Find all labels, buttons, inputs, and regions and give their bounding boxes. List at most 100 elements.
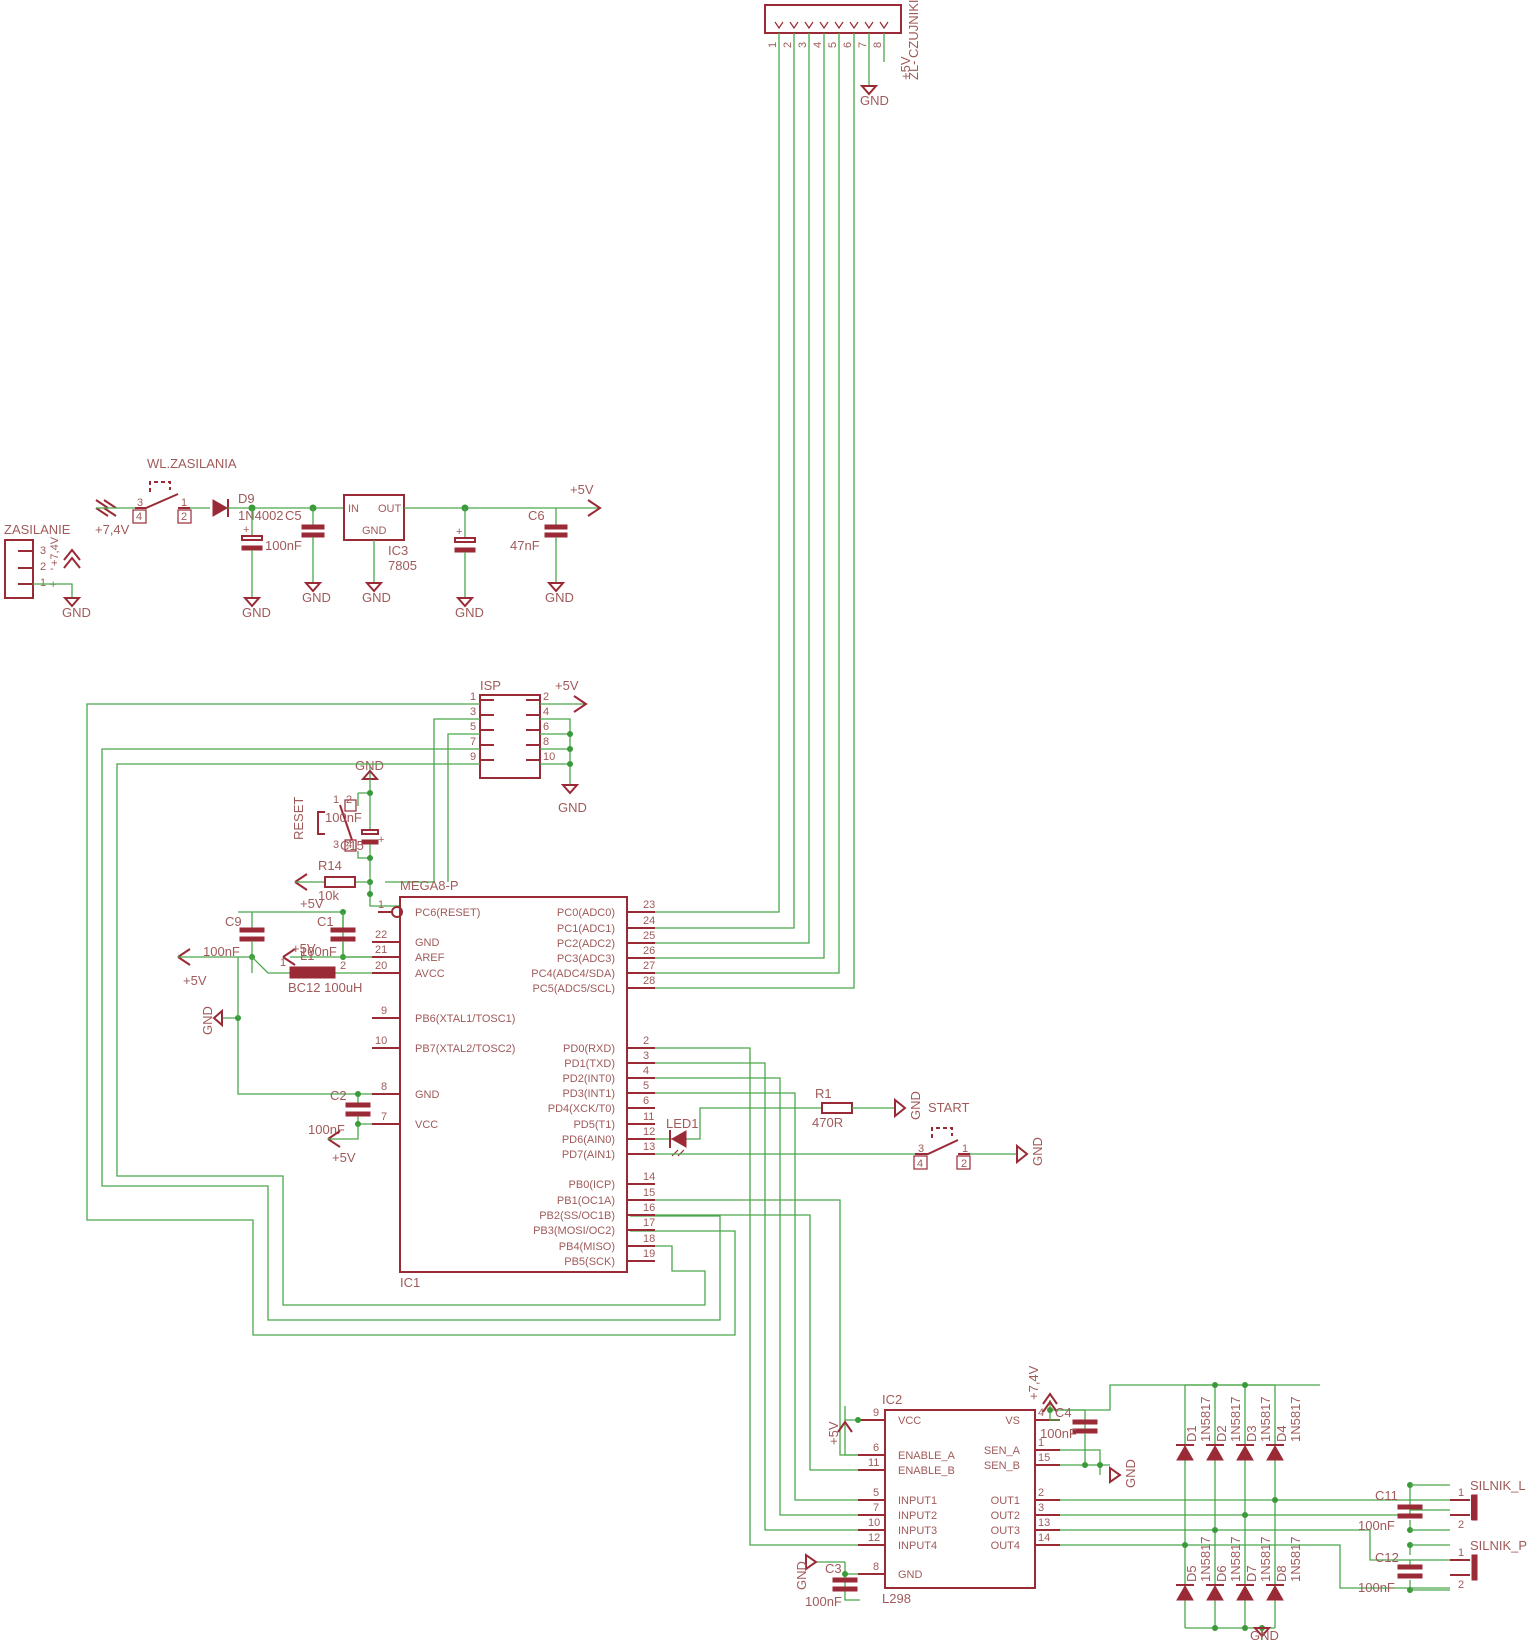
c4-name: C4 — [1055, 1405, 1072, 1420]
connector-value: ZL- — [906, 61, 921, 81]
mcu-name: MEGA8-P — [400, 878, 459, 893]
power-gnd-5: GND — [545, 590, 574, 605]
mcu-right-pin-num-4: 4 — [643, 1065, 649, 1077]
c2-value: 100nF — [308, 1122, 345, 1137]
zasilanie-pin-2: 2 — [40, 561, 46, 573]
driver-vcc: +5V — [826, 1421, 841, 1445]
zasilanie-pin-1: 1 — [40, 577, 46, 589]
mcu-left-pin-num-22: 22 — [375, 929, 387, 941]
start-pin-3: 3 — [918, 1143, 924, 1155]
isp-top-gnd: GND — [355, 758, 384, 773]
mcu-right-pin-num-2: 2 — [643, 1035, 649, 1047]
reg-name: IC3 — [388, 543, 408, 558]
c9-name: C9 — [225, 914, 242, 929]
c1-value: 100nF — [300, 944, 337, 959]
driver-left-pin-num-8: 8 — [873, 1561, 879, 1573]
l1-pin-2: 2 — [340, 960, 346, 972]
power-c6-name: C6 — [528, 508, 545, 523]
power-switch-pin-4: 4 — [136, 511, 142, 523]
reset-r-value: 10k — [318, 888, 339, 903]
power-switch-name: WL.ZASILANIA — [147, 456, 237, 471]
c11-value: 100nF — [1358, 1518, 1395, 1533]
mcu-right-pin-num-24: 24 — [643, 915, 655, 927]
driver-right-pin-num-3: 3 — [1038, 1502, 1044, 1514]
driver-left-pin-num-6: 6 — [873, 1442, 879, 1454]
isp-pin-9: 9 — [470, 751, 476, 763]
driver-left-pin-num-10: 10 — [868, 1517, 880, 1529]
mcu-pin-gnd-8: GND — [415, 1089, 440, 1101]
d5-value: 1N5817 — [1198, 1536, 1213, 1582]
d2-value: 1N5817 — [1228, 1396, 1243, 1442]
zasilanie-label-minus: - — [50, 563, 54, 575]
isp-pin-8: 8 — [543, 736, 549, 748]
mcu-pin-pb0: PB0(ICP) — [569, 1179, 615, 1191]
mcu-right-pin-num-23: 23 — [643, 899, 655, 911]
mcu-pin-pc1: PC1(ADC1) — [557, 923, 615, 935]
driver-pin-out4: OUT4 — [991, 1540, 1020, 1552]
isp-gnd: GND — [558, 800, 587, 815]
driver-pin-enable-a: ENABLE_A — [898, 1450, 956, 1462]
c11-name: C11 — [1375, 1488, 1398, 1503]
reg-value: 7805 — [388, 558, 417, 573]
d4-value: 1N5817 — [1288, 1396, 1303, 1442]
d7-value: 1N5817 — [1258, 1536, 1273, 1582]
isp-pin-2: 2 — [543, 691, 549, 703]
d2-name: D2 — [1214, 1425, 1229, 1442]
mcu-left-pin-num-1: 1 — [378, 899, 384, 911]
driver-left-pin-num-5: 5 — [873, 1487, 879, 1499]
driver-pin-sen-b: SEN_B — [984, 1460, 1020, 1472]
driver-right-pin-num-15: 15 — [1038, 1452, 1050, 1464]
connector-vcc-label: +5V — [898, 56, 913, 80]
mcu-ref: IC1 — [400, 1275, 420, 1290]
mcu-driver-wires — [655, 1047, 872, 1546]
motors: C11 100nF C12 100nF 1 2 SILNIK_L 1 2 SIL… — [1358, 1478, 1527, 1595]
mcu-pin-gnd-22: GND — [415, 937, 440, 949]
power-gnd-3: GND — [362, 590, 391, 605]
start-pin-4: 4 — [917, 1158, 923, 1170]
silnik-p-pin-2: 2 — [1458, 1579, 1464, 1591]
mcu-right-pin-num-15: 15 — [643, 1187, 655, 1199]
mcu-pin-pd6: PD6(AIN0) — [562, 1134, 615, 1146]
mcu-pin-pd2: PD2(INT0) — [562, 1073, 615, 1085]
driver-pin-out3: OUT3 — [991, 1525, 1020, 1537]
reset-r-name: R14 — [318, 858, 342, 873]
isp-connector: ISP 1 3 5 7 9 2 4 6 8 10 +5V GND GND — [355, 678, 588, 883]
c2-vcc: +5V — [332, 1150, 356, 1165]
mcu-ic1: MEGA8-P IC1 1 22 21 20 9 10 8 7 PC6(RESE… — [372, 878, 655, 1290]
mcu-right-pin-num-3: 3 — [643, 1050, 649, 1062]
reset-pin-2: 2 — [346, 794, 352, 806]
mcu-pin-pc0: PC0(ADC0) — [557, 907, 615, 919]
led-name: LED1 — [666, 1116, 699, 1131]
driver-ic2: IC2 L298 9 6 11 5 7 10 12 8 4 1 15 2 3 1… — [794, 1365, 1320, 1609]
power-c5-name: C5 — [285, 508, 302, 523]
mcu-pin-pb7: PB7(XTAL2/TOSC2) — [415, 1043, 515, 1055]
start-name: START — [928, 1100, 969, 1115]
driver-right-pin-num-1: 1 — [1038, 1437, 1044, 1449]
connector-pin-8: 8 — [872, 42, 884, 48]
power-switch-pin-2: 2 — [181, 511, 187, 523]
c1-vcc: +5V — [292, 941, 316, 956]
driver-pin-enable-b: ENABLE_B — [898, 1465, 955, 1477]
power-gnd-2: GND — [302, 590, 331, 605]
mcu-pin-pd1: PD1(TXD) — [564, 1058, 615, 1070]
diodes-gnd: GND — [1250, 1628, 1279, 1641]
isp-pin-4: 4 — [543, 706, 549, 718]
reg-out: OUT — [378, 503, 402, 515]
mcu-right-pin-num-12: 12 — [643, 1126, 655, 1138]
mcu-right-pin-num-25: 25 — [643, 930, 655, 942]
motor-right-name: SILNIK_P — [1470, 1538, 1527, 1553]
c9-value: 100nF — [203, 944, 240, 959]
reg-in: IN — [348, 503, 359, 515]
mcu-right-pin-num-5: 5 — [643, 1080, 649, 1092]
mcu-pin-pb6: PB6(XTAL1/TOSC1) — [415, 1013, 515, 1025]
driver-left-pin-num-12: 12 — [868, 1532, 880, 1544]
diode-bridge: 1N5817 1N5817 1N5817 1N5817 D1 D2 D3 D4 … — [1176, 1382, 1303, 1641]
sensor-connector: 1 2 3 4 5 6 7 8 ZL- CZUJNIKI +5V GND — [764, 0, 921, 108]
mcu-left-pin-num-7: 7 — [381, 1111, 387, 1123]
c3-value: 100nF — [805, 1594, 842, 1609]
power-diode-name: D9 — [238, 491, 255, 506]
zasilanie-gnd: GND — [62, 605, 91, 620]
mcu-left-pin-num-20: 20 — [375, 960, 387, 972]
driver-right-pin-num-13: 13 — [1038, 1517, 1050, 1529]
driver-pin-sen-a: SEN_A — [984, 1445, 1021, 1457]
